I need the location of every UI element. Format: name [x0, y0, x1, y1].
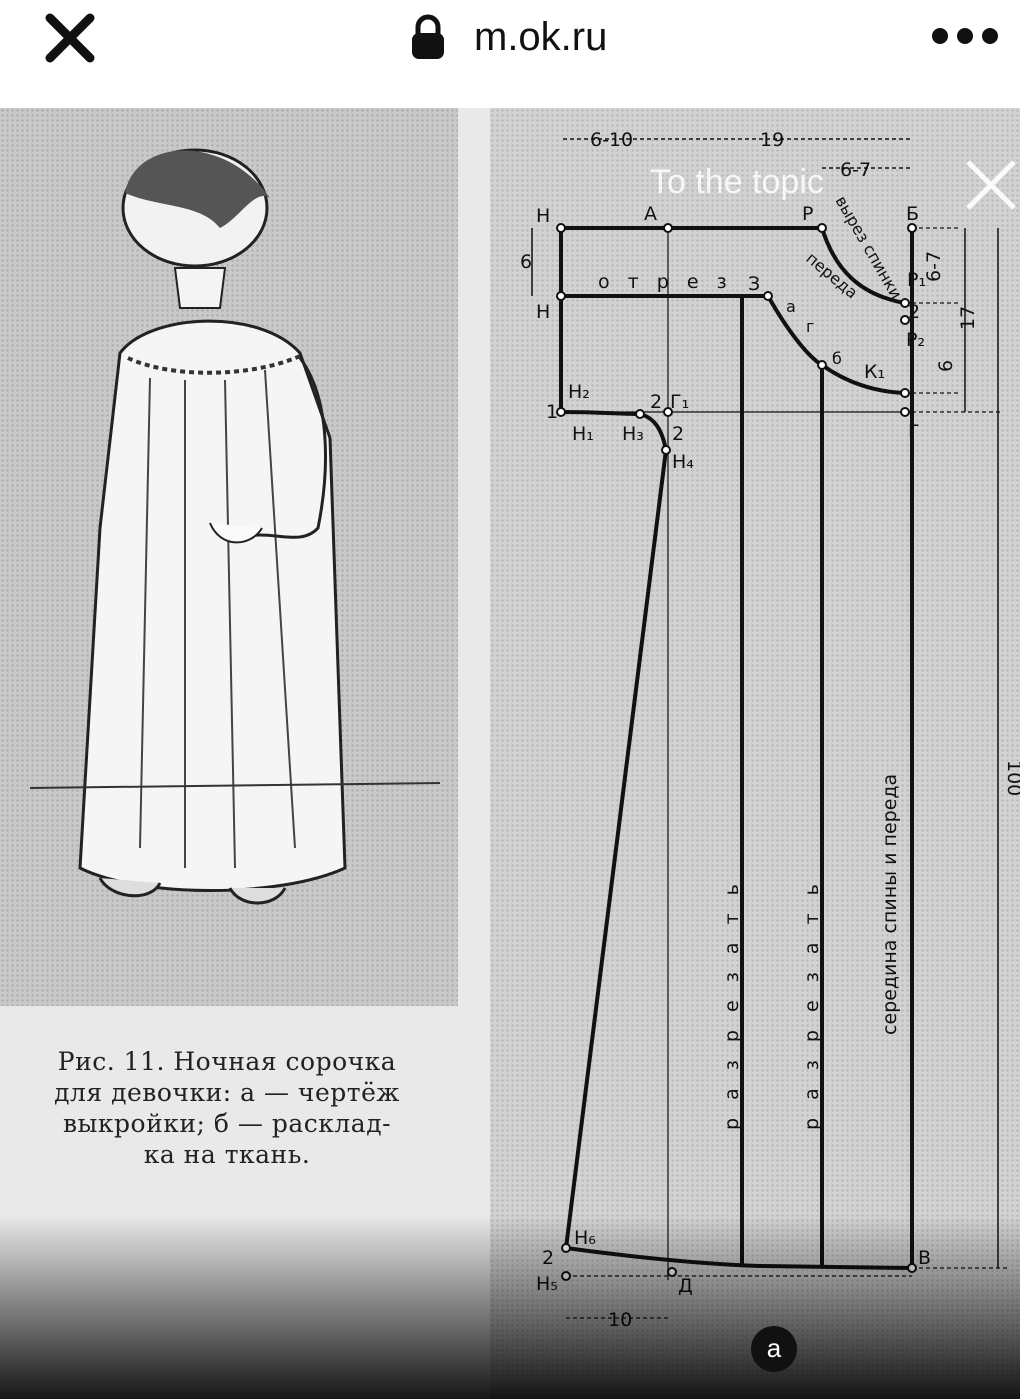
dim-6-7-top: 6-7	[840, 159, 871, 181]
lock-icon	[412, 14, 444, 59]
point-a: А	[644, 203, 657, 225]
dim-17: 17	[957, 306, 979, 330]
label-razrezat-2: р а з р е з а т ь	[801, 878, 823, 1130]
point-z: З	[748, 273, 760, 295]
num-2-r: 2	[908, 301, 920, 323]
point-g: Г	[908, 421, 920, 443]
point-n-lower: Н	[536, 301, 550, 323]
label-arc-a: а	[786, 297, 796, 316]
caption-line-3: выкройки; б — расклад-	[62, 1109, 392, 1138]
pattern-panel	[490, 108, 1020, 1399]
point-k1: К₁	[864, 361, 885, 383]
point-n3: Н₃	[622, 423, 644, 445]
close-icon[interactable]	[962, 156, 1020, 214]
article-image: 6-10 19 6-7 Н А Р Б 6 Н о т р е з З выре…	[0, 108, 1020, 1399]
girl-illustration	[29, 148, 441, 905]
bottom-gradient	[0, 1215, 1020, 1399]
point-b: Б	[906, 203, 919, 225]
caption-line-4: ка на ткань.	[143, 1140, 311, 1169]
dim-6-side: 6	[935, 360, 957, 372]
label-arc-b: б	[832, 349, 842, 368]
point-r2: Р₂	[906, 329, 925, 351]
num-1: 1	[546, 401, 558, 423]
point-n: Н	[536, 205, 550, 227]
point-r1: Р₁	[907, 269, 926, 291]
label-otrez: о т р е з	[598, 271, 733, 293]
figure-caption: Рис. 11. Ночная сорочка для девочки: а —…	[12, 1046, 442, 1170]
figure-badge: а	[751, 1326, 797, 1372]
label-razrezat-1: р а з р е з а т ь	[721, 878, 743, 1130]
more-dots-icon[interactable]	[930, 26, 1000, 46]
point-n4: Н₄	[672, 451, 694, 473]
caption-line-1: Рис. 11. Ночная сорочка	[57, 1047, 397, 1076]
dim-6-7-side: 6-7	[923, 251, 945, 282]
num-2-n3: 2	[672, 423, 684, 445]
point-g1: Г₁	[670, 391, 689, 413]
point-r: Р	[802, 203, 813, 225]
dim-100: 100	[1003, 760, 1020, 796]
point-n1: Н₁	[572, 423, 594, 445]
dim-6-left: 6	[520, 251, 532, 273]
label-front-neck: переда	[802, 249, 861, 303]
close-icon[interactable]	[44, 12, 96, 64]
label-arc-g: г	[806, 317, 814, 336]
point-n2: Н₂	[568, 381, 590, 403]
to-the-topic-link[interactable]: To the topic	[650, 163, 824, 201]
label-middle: середина спины и переда	[879, 774, 901, 1035]
caption-line-2: для девочки: а — чертёж	[54, 1078, 400, 1107]
dim-6-10: 6-10	[590, 129, 633, 151]
num-2-g1: 2	[650, 391, 662, 413]
browser-toolbar: m.ok.ru	[0, 0, 1020, 108]
pattern-drawing: 6-10 19 6-7 Н А Р Б 6 Н о т р е з З выре…	[520, 129, 1020, 1331]
address-bar-url[interactable]: m.ok.ru	[474, 15, 608, 59]
dim-19: 19	[760, 129, 784, 151]
